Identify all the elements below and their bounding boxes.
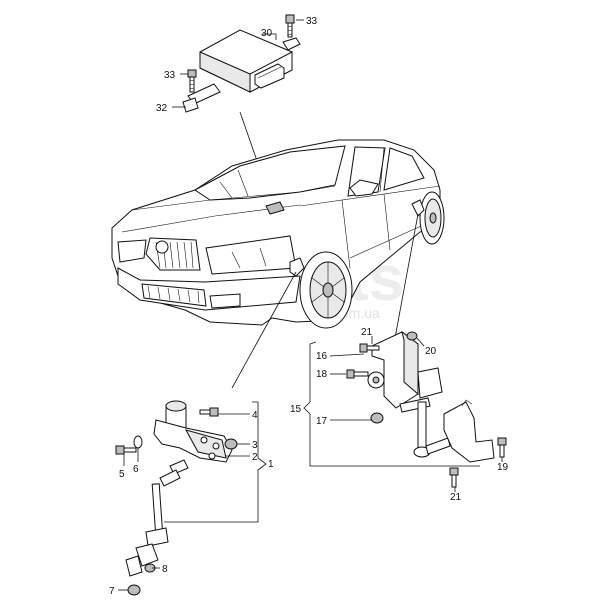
screw-18 (346, 369, 369, 379)
callout-6: 6 (133, 464, 139, 475)
callout-20: 20 (425, 346, 437, 357)
callout-2: 2 (252, 452, 258, 463)
screw-33-left (187, 69, 197, 93)
callout-33-top: 33 (306, 16, 318, 27)
callout-3: 3 (252, 440, 258, 451)
front-level-sensor-1 (125, 400, 233, 577)
callout-16: 16 (316, 351, 328, 362)
brace-1 (164, 401, 267, 523)
callout-32: 32 (156, 103, 168, 114)
screw-33-top (285, 14, 295, 38)
nut-7 (127, 584, 141, 596)
control-unit-30 (182, 29, 301, 113)
rear-level-sensor-15 (367, 330, 495, 463)
washer-6 (133, 435, 143, 449)
callout-1: 1 (268, 459, 274, 470)
callout-21-bottom: 21 (450, 492, 462, 503)
callout-7: 7 (109, 586, 115, 597)
callout-21-top: 21 (361, 327, 373, 338)
nut-20 (406, 331, 418, 341)
callout-5: 5 (119, 469, 125, 480)
leader-rear-sensor (394, 213, 419, 339)
leader-front-sensor (231, 271, 297, 389)
brace-15 (303, 341, 480, 467)
leader-16 (329, 353, 365, 357)
leader-30 (262, 33, 277, 40)
nut-3 (224, 438, 238, 450)
callout-17: 17 (316, 416, 328, 427)
leader-20 (416, 337, 425, 347)
screw-5 (115, 445, 137, 455)
screw-21-bottom (449, 467, 459, 488)
callout-4: 4 (252, 410, 258, 421)
car-body (111, 139, 445, 329)
callout-30: 30 (261, 28, 273, 39)
callout-8: 8 (162, 564, 168, 575)
callout-19: 19 (497, 462, 509, 473)
screw-4 (199, 407, 219, 417)
nut-17 (370, 412, 384, 424)
screw-19 (497, 437, 507, 458)
callout-15: 15 (290, 404, 302, 415)
screw-21-top (359, 343, 380, 353)
callout-33-left: 33 (164, 70, 176, 81)
callout-18: 18 (316, 369, 328, 380)
